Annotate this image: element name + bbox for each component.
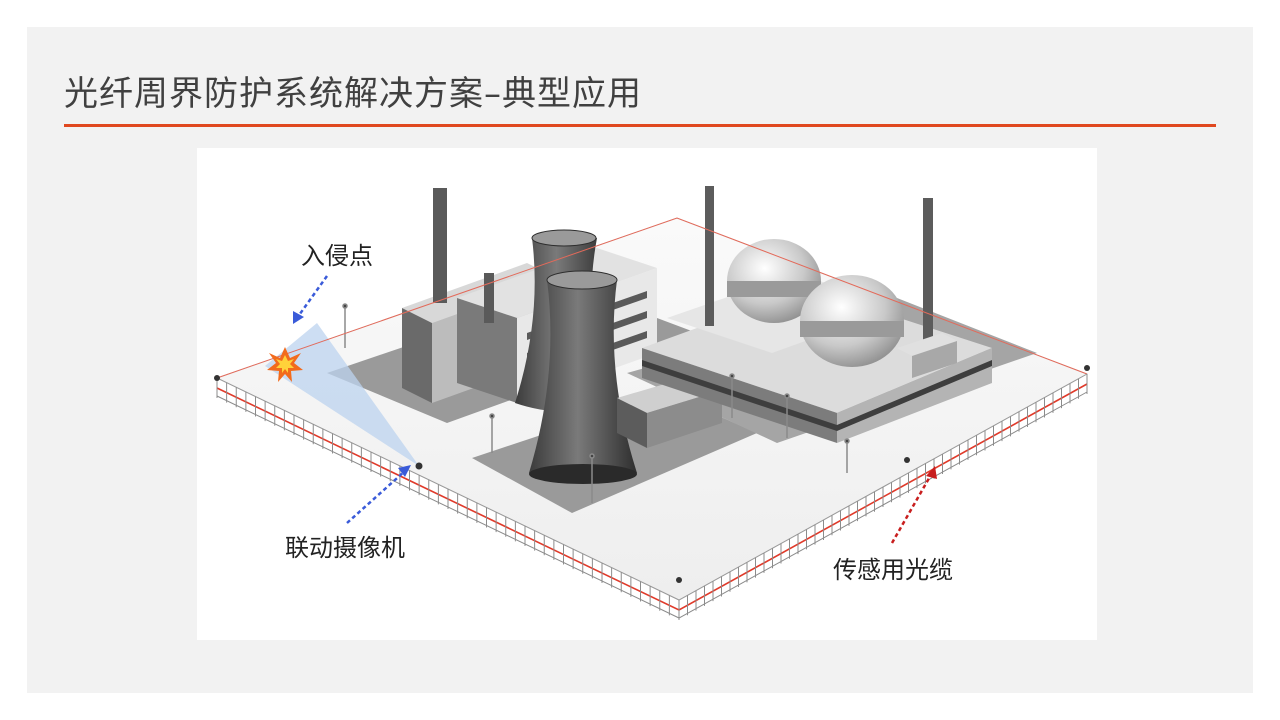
cooling-tower-front xyxy=(529,270,637,484)
plant-illustration xyxy=(214,186,1090,620)
title-underline xyxy=(64,124,1216,127)
camera-arrowhead-icon xyxy=(398,465,411,477)
linked-camera-label: 联动摄像机 xyxy=(285,534,405,562)
sensing-cable-label: 传感用光缆 xyxy=(833,556,953,584)
slide-title: 光纤周界防护系统解决方案–典型应用 xyxy=(64,74,642,114)
cable-arrowhead-icon xyxy=(926,466,937,479)
camera-icon xyxy=(904,457,910,463)
camera-icon xyxy=(676,577,682,583)
linked-camera-icons xyxy=(214,365,1090,583)
intrusion-burst-icon xyxy=(267,347,303,382)
light-poles xyxy=(342,303,850,503)
intrusion-arrowhead-icon xyxy=(293,311,304,324)
power-plant-diagram: 入侵点 联动摄像机 传感用光缆 xyxy=(197,148,1097,640)
intrusion-arrow xyxy=(295,275,329,319)
camera-icon xyxy=(214,375,220,381)
camera-icon xyxy=(1084,365,1090,371)
camera-icon xyxy=(415,462,423,470)
cable-arrow xyxy=(890,472,934,544)
camera-field-of-view xyxy=(265,323,419,466)
camera-arrow xyxy=(346,470,406,524)
reactor-building xyxy=(642,186,992,443)
fence-rail-back xyxy=(216,217,1088,379)
perimeter-fence xyxy=(216,217,1088,620)
intrusion-point-label: 入侵点 xyxy=(301,242,373,270)
